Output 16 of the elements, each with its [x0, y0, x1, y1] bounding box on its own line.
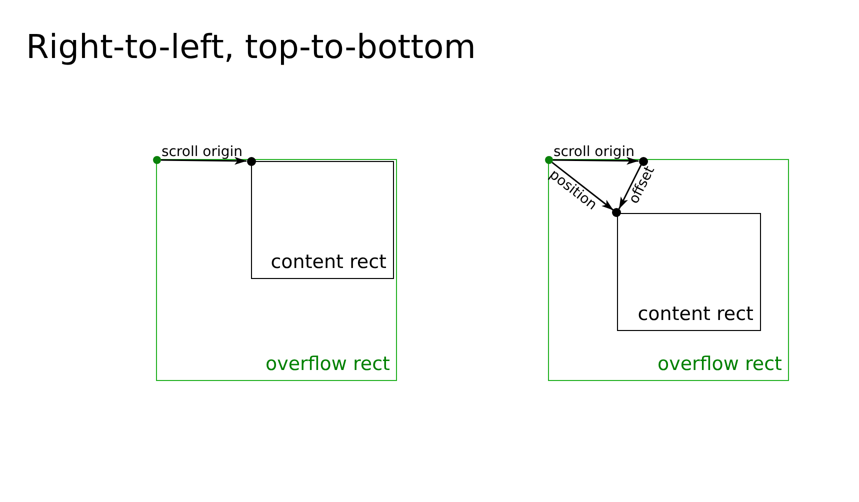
- arrow: [553, 156, 638, 165]
- overflow-rect: [548, 159, 789, 381]
- rect-label: overflow rect: [265, 353, 390, 375]
- arrow: [161, 156, 246, 165]
- content-rect: [250, 160, 394, 278]
- overflow-rect: [156, 159, 397, 381]
- diagram-title: Right-to-left, top-to-bottom: [26, 27, 476, 67]
- edge-label: scroll origin: [553, 144, 635, 160]
- edge-label: scroll origin: [161, 144, 243, 160]
- content-rect: [616, 212, 760, 330]
- rect-label: content rect: [638, 302, 754, 324]
- rect-label: content rect: [270, 250, 386, 272]
- arrow: [552, 162, 614, 211]
- edge-label: offset: [626, 164, 658, 206]
- rect-label: overflow rect: [657, 353, 782, 375]
- arrow: [618, 164, 642, 210]
